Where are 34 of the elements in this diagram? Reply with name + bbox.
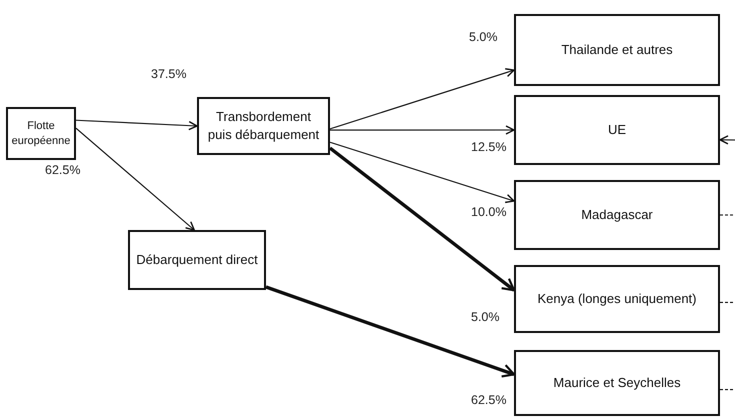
node-label: Transbordement puis débarquement <box>206 108 320 144</box>
edge-label: 10.0% <box>470 205 508 219</box>
node-label: Thailande et autres <box>561 41 673 59</box>
edge-label: 37.5% <box>150 67 188 81</box>
node-label: Madagascar <box>581 206 653 224</box>
node-label: Kenya (longes uniquement) <box>538 290 696 308</box>
dashed-line <box>720 302 735 303</box>
dashed-line <box>720 214 735 216</box>
process-box <box>514 180 720 250</box>
process-box <box>6 107 76 160</box>
node-label: Flotte européenne <box>10 118 72 148</box>
dashed-line <box>720 389 735 390</box>
edge-label: 62.5% <box>44 163 82 177</box>
arrow <box>719 135 735 145</box>
arrow <box>265 285 516 378</box>
process-box <box>514 95 720 165</box>
arrow <box>328 146 516 292</box>
node-label: Maurice et Seychelles <box>553 374 681 392</box>
process-box <box>197 97 330 155</box>
edge-label: 62.5% <box>470 393 508 407</box>
node-label: Débarquement direct <box>136 251 258 269</box>
edge-label: 5.0% <box>468 30 498 44</box>
arrow <box>330 142 515 204</box>
node-label: UE <box>608 121 626 139</box>
process-box <box>128 230 266 290</box>
edge-label: 12.5% <box>470 140 508 154</box>
process-box <box>514 265 720 333</box>
edge-label: 5.0% <box>470 310 500 324</box>
arrow <box>76 120 198 130</box>
process-box <box>514 350 720 416</box>
arrow <box>330 125 515 135</box>
process-box <box>514 14 720 86</box>
arrow <box>330 68 515 130</box>
arrow <box>76 128 195 231</box>
